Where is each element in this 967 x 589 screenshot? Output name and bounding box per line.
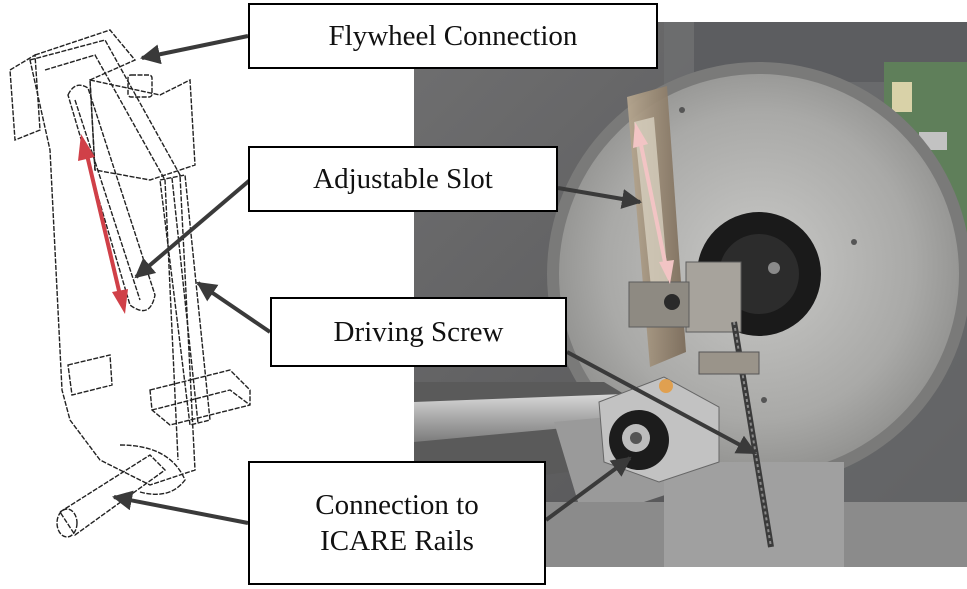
label-icare-rails-line2: ICARE Rails	[320, 525, 474, 557]
slot-outline	[67, 84, 156, 312]
screw-rod-outline	[159, 174, 211, 426]
label-driving-screw-text: Driving Screw	[333, 316, 504, 348]
label-flywheel-connection-text: Flywheel Connection	[328, 20, 578, 52]
label-adjustable-slot-text: Adjustable Slot	[313, 163, 493, 195]
mechanism-photo	[414, 22, 967, 567]
slot-travel-arrow-photo	[633, 122, 674, 284]
slot-travel-arrow-drawing	[78, 134, 128, 314]
mechanism-drawing	[9, 29, 251, 538]
label-adjustable-slot: Adjustable Slot	[248, 146, 558, 212]
label-driving-screw: Driving Screw	[270, 297, 567, 367]
top-hook-outline	[9, 53, 41, 142]
label-flywheel-connection: Flywheel Connection	[248, 3, 658, 69]
label-icare-rails-line1: Connection to	[315, 489, 479, 521]
top-block-outline	[89, 78, 196, 181]
label-icare-rails: Connection to ICARE Rails	[248, 461, 546, 585]
rail-shaft-outline	[59, 454, 167, 536]
connector-block	[685, 261, 742, 333]
arm-plate-outline	[29, 39, 196, 486]
